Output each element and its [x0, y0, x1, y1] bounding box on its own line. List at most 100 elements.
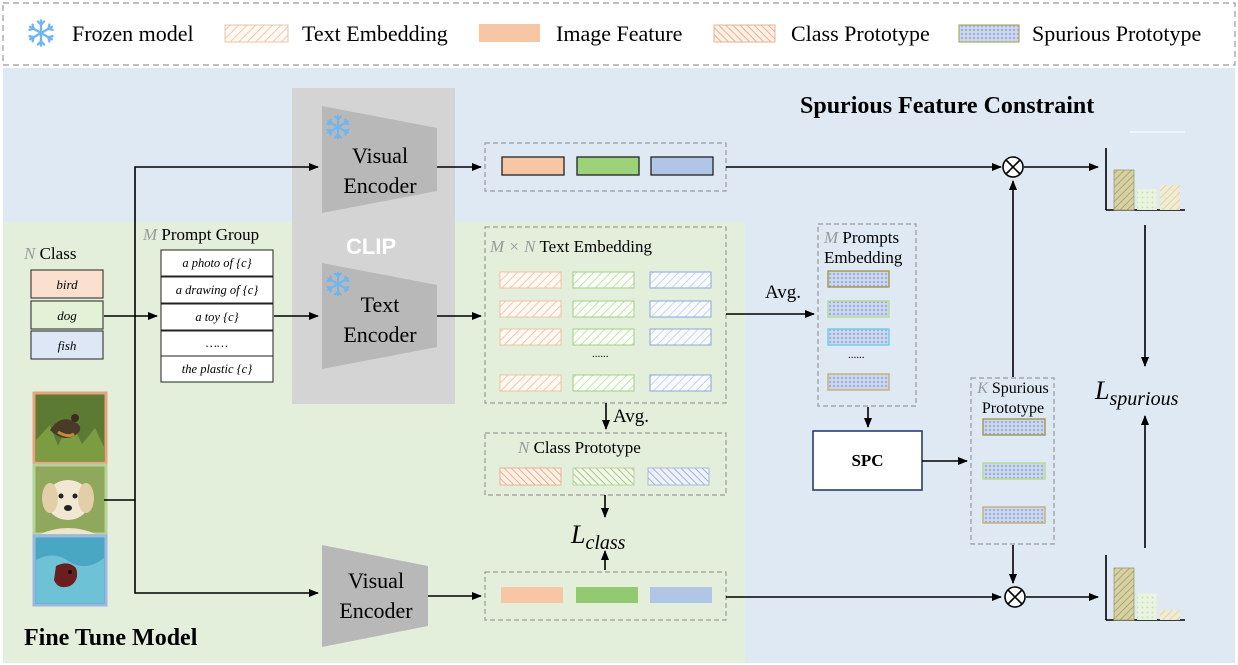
- spur-proto-2: [982, 462, 1046, 480]
- loss-class: Lclass: [571, 520, 626, 555]
- class-prototype-box: [484, 432, 727, 496]
- prompt-item-5: the plastic {c}: [181, 362, 253, 376]
- text-embedding-var: M × N: [490, 237, 536, 256]
- visual-encoder-frozen-label: Visual Encoder: [330, 141, 430, 200]
- ft-feature-blue: [650, 587, 712, 603]
- prompt-emb-1: [827, 270, 890, 288]
- class-bird-label: bird: [56, 277, 78, 292]
- avg-label-class: Avg.: [613, 406, 650, 427]
- class-prototype-label: Class Prototype: [533, 438, 641, 457]
- prompts-embedding-label-2: Embedding: [824, 248, 903, 268]
- finetune-region-title: Fine Tune Model: [24, 625, 198, 651]
- loss-class-base: L: [571, 520, 586, 549]
- prompt-count-var: M: [143, 225, 158, 244]
- prompt-box-2: [160, 276, 274, 304]
- prompt-item-4: ……: [205, 336, 229, 350]
- class-fish-label: fish: [57, 338, 77, 353]
- loss-spurious: Lspurious: [1095, 376, 1179, 411]
- prompt-box-3: [160, 303, 274, 331]
- feature-bar-green: [576, 156, 640, 176]
- bird-photo: [32, 391, 108, 465]
- legend-spurious-prototype-swatch: [958, 24, 1020, 43]
- spurious-prototype-label-1: Spurious: [991, 380, 1049, 397]
- legend-class-prototype-swatch: [713, 24, 776, 43]
- ft-feature-orange: [501, 587, 563, 603]
- prompt-box-5: [160, 355, 274, 383]
- visual-encoder-finetune-label: Visual Encoder: [326, 566, 426, 625]
- legend-class-prototype-label: Class Prototype: [791, 21, 930, 46]
- text-embedding-grid: [499, 271, 712, 392]
- spc-box: [812, 430, 923, 491]
- prompts-embedding-var: M: [824, 228, 839, 247]
- prompt-box-1: [160, 249, 274, 277]
- visual-encoder-frozen: [322, 106, 437, 213]
- class-count-var: N: [24, 244, 36, 263]
- legend-text-embedding-swatch: [224, 24, 289, 43]
- text-embedding-header: M × N Text Embedding: [490, 238, 652, 255]
- visual-encoder-frozen-line2: Encoder: [343, 172, 417, 198]
- prompt-item-1: a photo of {c}: [182, 256, 252, 270]
- class-proto-blue: [647, 467, 710, 486]
- visual-encoder-finetune-line2: Encoder: [339, 597, 413, 623]
- class-prototype-var: N: [518, 438, 530, 457]
- class-box-dog: [30, 300, 104, 330]
- fish-photo: [32, 534, 108, 607]
- clip-label: CLIP: [346, 234, 397, 259]
- dog-photo: [32, 463, 108, 536]
- class-header: N Class: [24, 245, 76, 262]
- connectors: [104, 163, 1149, 601]
- visual-encoder-finetune-line1: Visual: [347, 568, 405, 593]
- legend-frozen-label: Frozen model: [72, 21, 194, 46]
- class-proto-orange: [499, 467, 562, 486]
- multiply-operator-bottom: [1004, 586, 1026, 608]
- text-embedding-label: Text Embedding: [539, 237, 653, 256]
- spur-proto-3: [982, 506, 1046, 524]
- spur-proto-1: [982, 418, 1046, 436]
- legend-spurious-prototype-label: Spurious Prototype: [1032, 21, 1202, 46]
- spurious-prototype-label-2: Prototype: [981, 400, 1045, 417]
- ft-feature-green: [576, 587, 638, 603]
- class-box-bird: [30, 269, 104, 299]
- prompts-embedding-header: M Prompts Embedding: [824, 228, 902, 269]
- visual-encoder-finetune: [322, 545, 428, 647]
- prompt-emb-3: [827, 328, 890, 346]
- legend-frame: [2, 2, 1236, 66]
- spurious-prototype-box: [970, 377, 1055, 545]
- spurious-prototype-header: K Spurious Prototype: [970, 379, 1056, 419]
- spurious-bar-chart-top: [1105, 131, 1185, 211]
- class-header-label: Class: [39, 244, 77, 263]
- spurious-region-title: Spurious Feature Constraint: [800, 93, 1095, 119]
- prompts-embedding-label-1: Prompts: [842, 228, 900, 247]
- legend-image-feature-label: Image Feature: [556, 21, 683, 46]
- spurious-prototype-var: K: [977, 380, 988, 397]
- class-prototype-header: N Class Prototype: [518, 439, 641, 456]
- prompt-group-header: M Prompt Group: [143, 226, 259, 243]
- text-encoder-line2: Encoder: [343, 321, 417, 347]
- multiply-operator-top: [1002, 156, 1024, 178]
- legend-text-embedding-label: Text Embedding: [302, 21, 448, 46]
- spc-label: SPC: [851, 451, 884, 470]
- legend-image-feature-swatch: [479, 24, 540, 42]
- text-embedding-ellipsis: ......: [592, 348, 609, 360]
- prompts-embedding-box: [817, 223, 917, 407]
- class-dog-label: dog: [57, 308, 77, 323]
- text-encoder-frozen: [322, 263, 437, 369]
- prompt-emb-2: [827, 300, 890, 318]
- class-proto-green: [572, 467, 635, 486]
- prompt-group-label: Prompt Group: [161, 225, 260, 244]
- feature-bar-blue: [650, 156, 714, 176]
- prompt-item-2: a drawing of {c}: [175, 283, 259, 297]
- text-encoder-frozen-label: Text Encoder: [330, 290, 430, 349]
- loss-class-sub: class: [585, 532, 626, 555]
- class-box-fish: [30, 330, 104, 360]
- prompt-emb-4: [827, 373, 890, 391]
- prompts-embedding-ellipsis: ......: [848, 349, 865, 361]
- loss-spurious-sub: spurious: [1109, 388, 1179, 411]
- prompt-item-3: a toy {c}: [195, 310, 239, 324]
- loss-spurious-base: L: [1095, 376, 1110, 405]
- avg-label-prompts: Avg.: [765, 282, 802, 303]
- feature-bar-orange: [501, 156, 565, 176]
- finetune-feature-box: [484, 571, 727, 621]
